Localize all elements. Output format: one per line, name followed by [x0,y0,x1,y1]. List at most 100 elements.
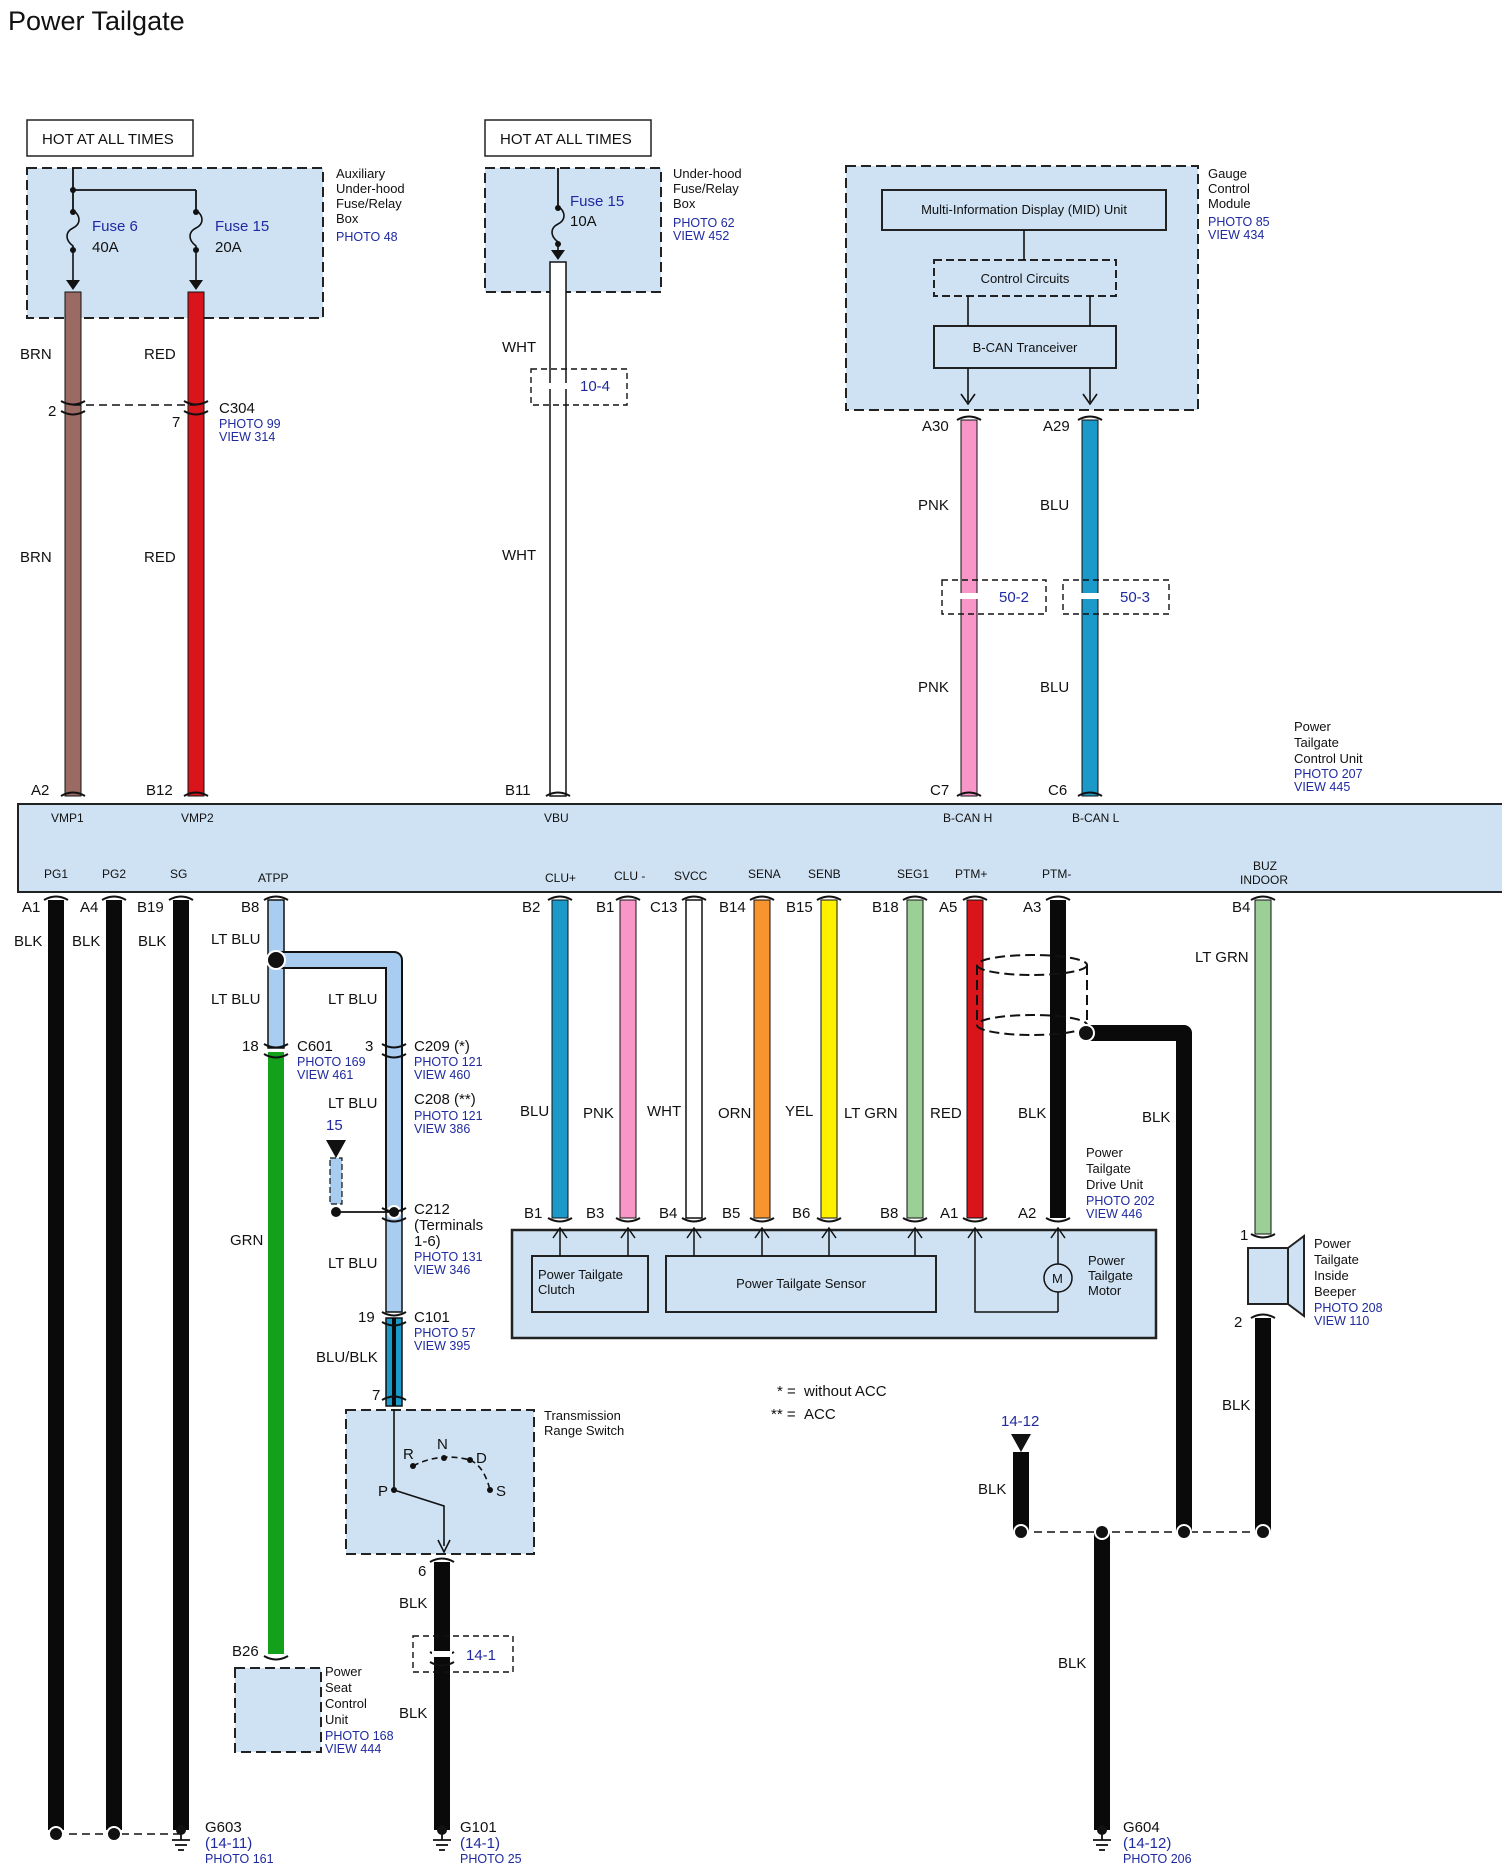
uh-box-view: VIEW 452 [673,229,729,243]
ref-15: 15 [326,1117,343,1134]
fuse15b-name: Fuse 15 [570,193,624,210]
ptcu-term-sena: SENA [748,867,781,881]
g603-photo: PHOTO 161 [205,1852,274,1866]
trs-pos-r: R [403,1446,414,1463]
pscu-box [234,1667,322,1753]
beeper-pin-1: 1 [1240,1227,1248,1244]
wire-ltblu-c212 [385,1211,403,1313]
lbl-red-ptm: RED [930,1105,962,1122]
fuse15a-name: Fuse 15 [215,218,269,235]
top-wires [64,261,1099,797]
ptcu-term-svcc: SVCC [674,869,708,883]
lbl-ltblu-1: LT BLU [211,931,260,948]
du-view: VIEW 446 [1086,1207,1142,1221]
hot-label-box-a [26,119,194,157]
ptcu-term-sg: SG [170,867,187,881]
gauge-name: Gauge Control Module [1208,166,1254,211]
wire-blk-sg [173,900,189,1830]
ground-icons [172,1828,1111,1851]
c212-name: C212 [414,1201,450,1218]
trs-contacts [391,1455,493,1493]
fuse-dots [70,187,561,253]
beeper-box [1247,1247,1289,1305]
gauge-photo: PHOTO 85 [1208,215,1270,229]
lbl-blk-g101-2: BLK [399,1705,427,1722]
c304-view: VIEW 314 [219,430,275,444]
lbl-wht-svcc: WHT [647,1103,681,1120]
uh-box-photo: PHOTO 62 [673,216,735,230]
lbl-ltgrn-buz: LT GRN [1195,949,1249,966]
lbl-blk-beeper: BLK [1222,1397,1250,1414]
du-pin-a1: A1 [940,1205,958,1222]
c101-view: VIEW 395 [414,1339,470,1353]
ptcu-term-clum: CLU - [614,869,645,883]
wire-blk-pg2 [106,900,122,1830]
ref-14-12: 14-12 [1001,1413,1039,1430]
pscu-view: VIEW 444 [325,1742,381,1756]
du-pin-b1: B1 [524,1205,542,1222]
lbl-blk-pg1: BLK [14,933,42,950]
wire-blk-g101 [434,1562,450,1830]
hot-label-a: HOT AT ALL TIMES [42,131,174,148]
c304-name: C304 [219,400,255,417]
ref-50-3: 50-3 [1120,589,1150,606]
ptcu-bot-pin-b8: B8 [241,899,259,916]
c208-name: C208 (**) [414,1091,476,1108]
ptcu-term-pg2: PG2 [102,867,126,881]
du-pin-b8: B8 [880,1205,898,1222]
beeper-horn-icon [1287,1234,1305,1318]
fuse6-rating: 40A [92,239,119,256]
trs-pos-s: S [496,1483,506,1500]
lbl-pnk-1: PNK [918,497,949,514]
fuse-symbols [66,205,565,288]
lbl-ltblu-5: LT BLU [328,1255,377,1272]
hot-label-box-b [484,119,652,157]
lbl-blk-ptm: BLK [1018,1105,1046,1122]
ptcu-term-vmp1: VMP1 [51,811,84,825]
ptcu-bot-pin-c13: C13 [650,899,678,916]
lbl-blu-2: BLU [1040,679,1069,696]
ptcu-top-pin-c6: C6 [1048,782,1067,799]
c101-name: C101 [414,1309,450,1326]
lbl-red-1: RED [144,346,176,363]
splice-dots [266,950,1095,1219]
motor-m: M [1052,1271,1063,1286]
note-1-mark: * = [777,1383,796,1400]
ptcu-top-pin-b11: B11 [505,782,531,799]
fuse6-name: Fuse 6 [92,218,138,235]
g604-name: G604 [1123,1819,1160,1836]
c208-view: VIEW 386 [414,1122,470,1136]
ptcu-bot-pin-b14: B14 [719,899,746,916]
pscu-name: Power Seat Control Unit [325,1664,371,1727]
ptcu-box [17,803,1502,893]
lbl-bluBlk: BLU/BLK [316,1349,378,1366]
wire-blk-1412 [1013,1452,1029,1532]
du-photo: PHOTO 202 [1086,1194,1155,1208]
lbl-blk-g604: BLK [1058,1655,1086,1672]
wire-brn [64,291,82,797]
ptcu-top-pin-a2: A2 [31,782,49,799]
ref-50-2: 50-2 [999,589,1029,606]
uh-fuse-box [484,167,662,293]
ptcu-term-ptmm: PTM- [1042,867,1071,881]
lbl-brn-2: BRN [20,549,52,566]
ref-14-12-arrow-icon [1011,1434,1031,1452]
lbl-blu-clu: BLU [520,1103,549,1120]
wire-blk-beeper [1255,1318,1271,1532]
wire-blk-shield-drain [1086,1025,1192,1532]
lbl-ltgrn-seg1: LT GRN [844,1105,898,1122]
ref-10-4: 10-4 [580,378,610,395]
ptcu-term-vbu: VBU [544,811,569,825]
wire-blk-pg1 [48,900,64,1830]
ptcu-term-seg1: SEG1 [897,867,929,881]
ref-14-1-box [412,1635,514,1673]
g604-photo: PHOTO 206 [1123,1852,1192,1866]
du-pin-b5: B5 [722,1205,740,1222]
c304-photo: PHOTO 99 [219,417,281,431]
lbl-wht-1: WHT [502,339,536,356]
ptcu-term-buz: BUZ [1253,859,1277,873]
hot-label-b: HOT AT ALL TIMES [500,131,632,148]
wire-pnk-top [960,419,978,797]
ptcu-top-pin-caps [60,791,1103,797]
bcan-label: B-CAN Tranceiver [973,340,1078,355]
